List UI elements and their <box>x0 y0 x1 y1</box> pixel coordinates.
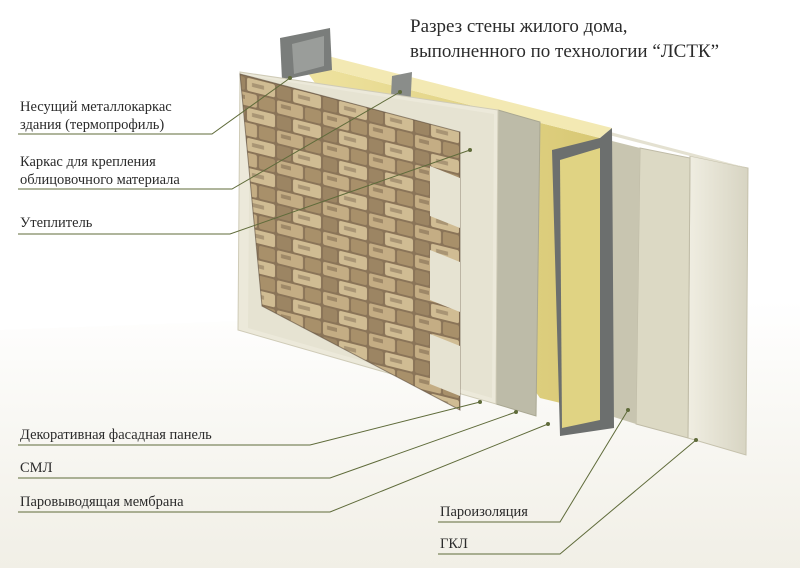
leader-facade-panel <box>18 401 481 446</box>
title-line-1: Разрез стены жилого дома, <box>410 16 628 37</box>
membrane-layer <box>495 109 541 417</box>
insulation-top <box>300 52 612 138</box>
leader-membrane <box>18 423 549 513</box>
label-cladding-frame: Каркас для крепления облицовочного матер… <box>20 153 180 189</box>
leader-insulation <box>18 149 471 235</box>
panel-notch-3 <box>430 334 460 396</box>
leader-gkl <box>438 439 697 555</box>
vapor-barrier-layer <box>635 147 691 439</box>
label-facade-panel: Декоративная фасадная панель <box>20 427 212 443</box>
panel-notch-1 <box>430 166 460 228</box>
leader-dots <box>288 76 698 442</box>
panel-notch-2 <box>430 250 460 312</box>
leader-sml <box>18 411 517 479</box>
label-frame-line-1: Несущий металлокаркас <box>20 99 172 115</box>
label-vapor-barrier: Пароизоляция <box>440 504 528 520</box>
leader-vapor-barrier <box>438 409 629 523</box>
leader-frame <box>18 77 291 135</box>
facade-stone-panel <box>240 74 460 410</box>
label-membrane: Паровыводящая мембрана <box>20 494 184 510</box>
label-cladding-frame-line-1: Каркас для крепления <box>20 154 156 170</box>
leader-cladding-frame <box>18 91 401 190</box>
steel-stud-top-left-inner <box>292 36 324 74</box>
label-gkl: ГКЛ <box>440 536 468 552</box>
label-cladding-frame-line-2: облицовочного материала <box>20 172 180 188</box>
steel-stud-right-inner <box>560 148 600 428</box>
gkl-board <box>687 155 749 456</box>
title-line-2: выполненного по технологии “ЛСТК” <box>410 41 720 62</box>
label-frame-line-2: здания (термопрофиль) <box>20 117 165 133</box>
diagram-title: Разрез стены жилого дома, выполненного п… <box>410 14 795 64</box>
label-frame: Несущий металлокаркас здания (термопрофи… <box>20 98 172 134</box>
leader-lines <box>18 77 697 555</box>
label-insulation: Утеплитель <box>20 215 93 231</box>
label-sml: СМЛ <box>20 460 53 476</box>
